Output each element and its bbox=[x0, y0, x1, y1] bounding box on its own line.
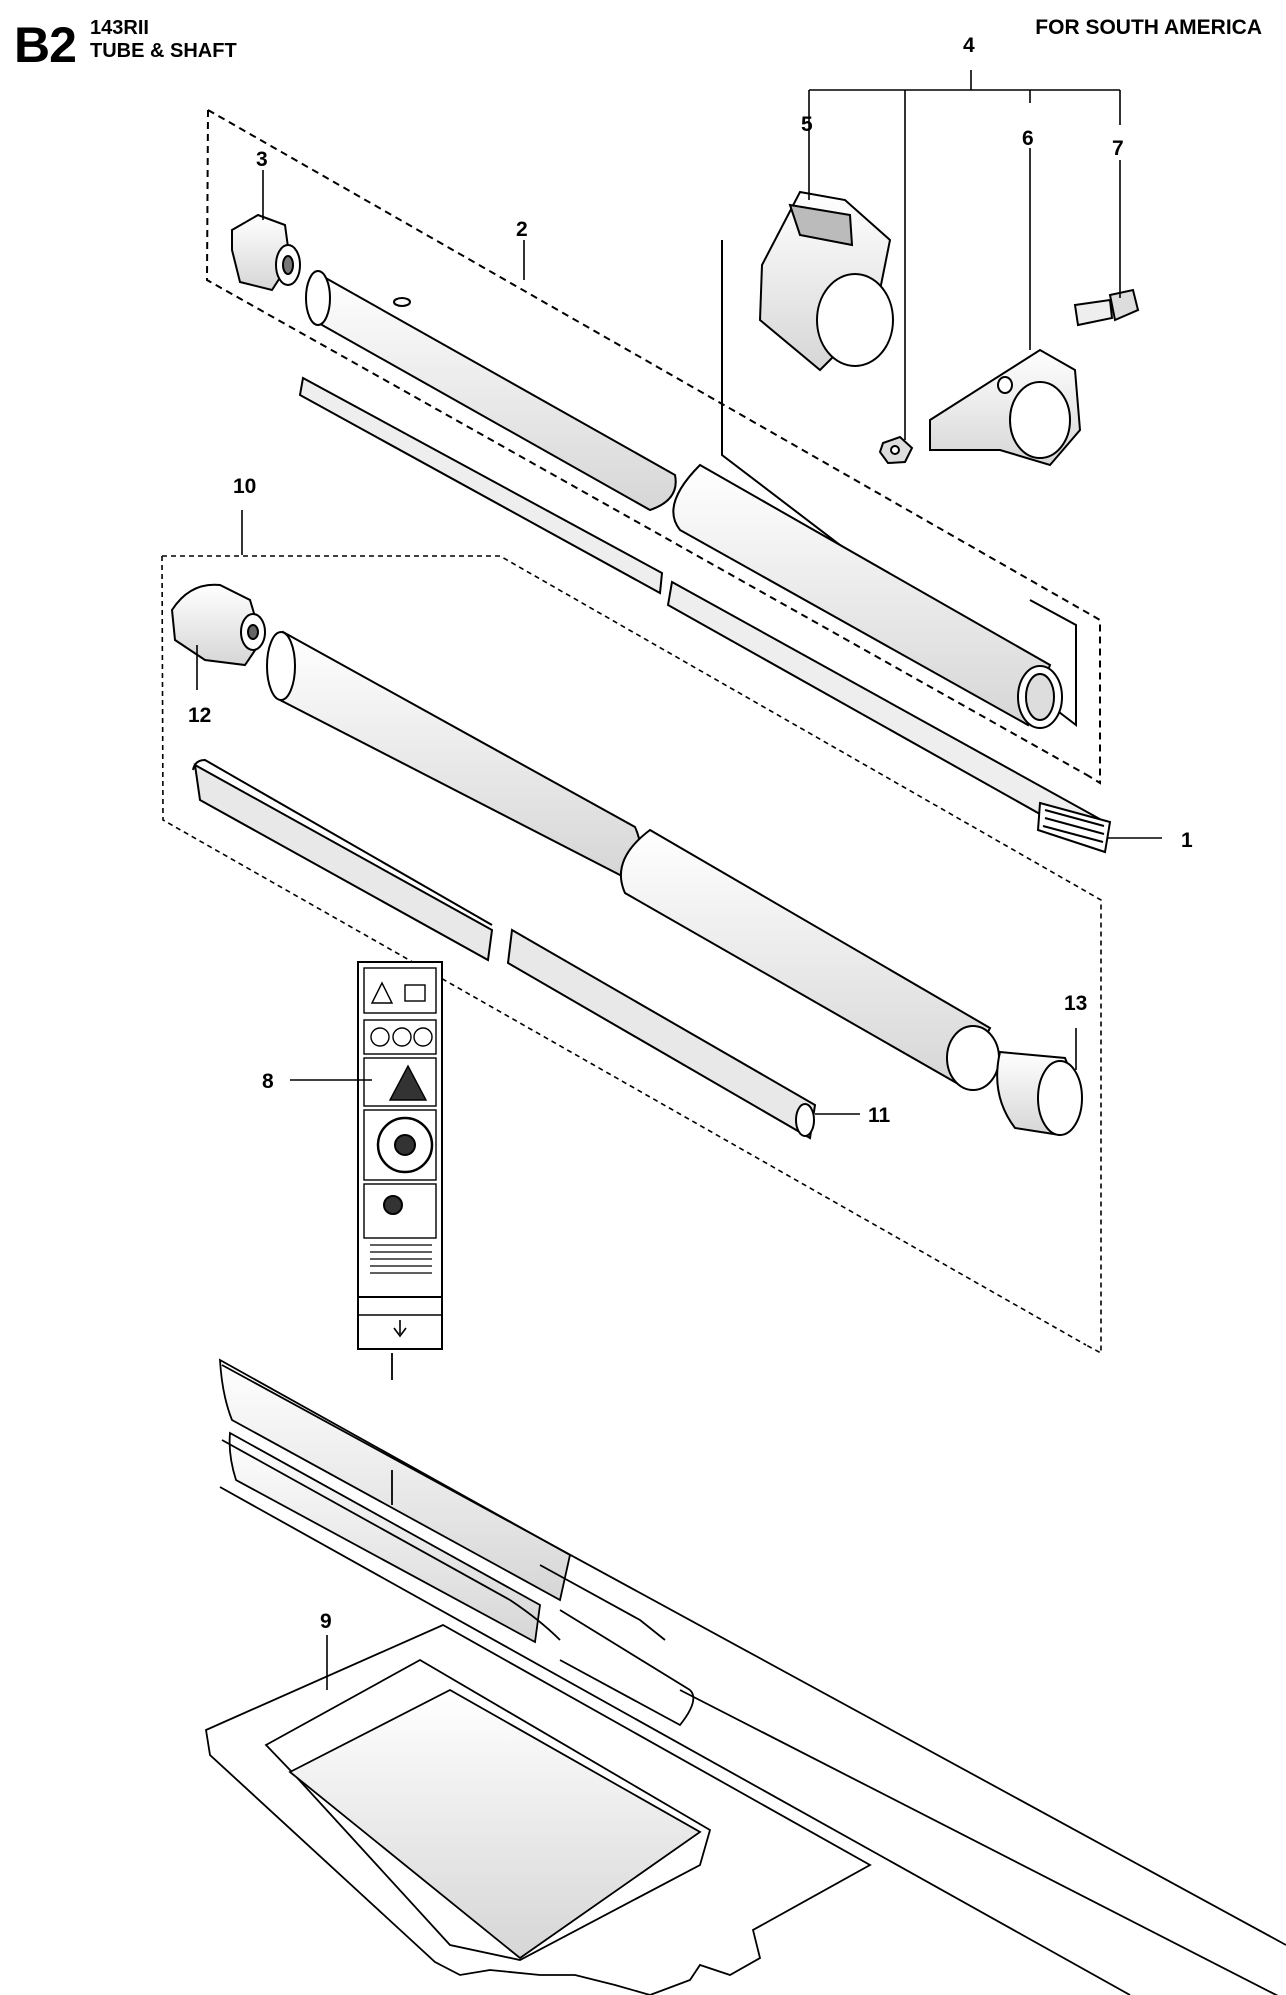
group-2-dashed-outline bbox=[205, 109, 1101, 785]
part-2-tube bbox=[305, 270, 1063, 729]
region-label: FOR SOUTH AMERICA bbox=[1035, 16, 1262, 39]
part-11-liner bbox=[192, 758, 817, 1140]
part-3-bushing bbox=[231, 213, 301, 292]
part-7-screw bbox=[1073, 288, 1140, 327]
callout-1: 1 bbox=[1181, 829, 1193, 852]
group-10-dashed-outline bbox=[161, 555, 1102, 1355]
callout-3: 3 bbox=[256, 148, 268, 171]
part-10-outer-tube bbox=[266, 630, 1000, 1091]
callout-10: 10 bbox=[233, 475, 256, 498]
callout-8: 8 bbox=[262, 1070, 274, 1093]
collar-group-bracket bbox=[721, 240, 1077, 728]
callout-6: 6 bbox=[1022, 127, 1034, 150]
callout-12: 12 bbox=[188, 704, 211, 727]
section-code: B2 bbox=[14, 17, 77, 73]
callout-9: 9 bbox=[320, 1610, 332, 1633]
part-12-end-cap bbox=[170, 583, 266, 667]
leader-lines bbox=[196, 70, 1162, 1690]
callout-5: 5 bbox=[801, 113, 813, 136]
part-13-end-plug bbox=[996, 1050, 1083, 1137]
callout-13: 13 bbox=[1064, 992, 1087, 1015]
callout-4: 4 bbox=[963, 34, 975, 57]
callout-7: 7 bbox=[1112, 137, 1124, 160]
section-title: TUBE & SHAFT bbox=[90, 40, 237, 62]
context-tube-drawing bbox=[219, 1353, 1286, 1995]
model-number: 143RII bbox=[90, 17, 149, 39]
callout-2: 2 bbox=[516, 218, 528, 241]
callout-11: 11 bbox=[868, 1104, 891, 1127]
part-9-label-sheet bbox=[205, 1623, 872, 1995]
part-8-safety-decal bbox=[357, 961, 443, 1350]
nut bbox=[878, 435, 914, 465]
part-5-handle-clamp bbox=[758, 190, 894, 372]
part-6-lower-clamp bbox=[929, 348, 1082, 467]
part-1-drive-shaft bbox=[298, 376, 1112, 854]
